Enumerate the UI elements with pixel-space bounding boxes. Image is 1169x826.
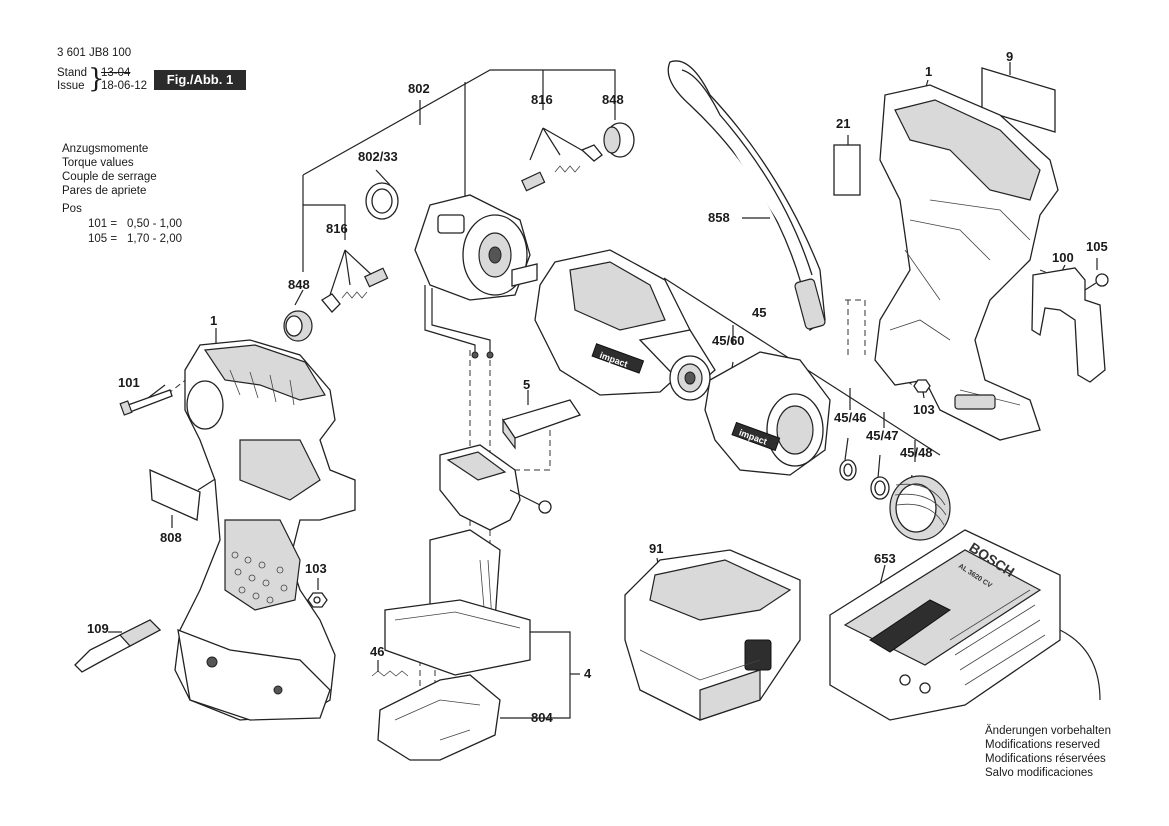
brush-816-top [521,144,603,192]
callout-4: 4 [584,666,592,681]
callout-808: 808 [160,530,182,545]
callout-653: 653 [874,551,896,566]
part-number: 3 601 JB8 100 [57,47,132,59]
torque-line-en: Torque values [62,157,134,169]
brush-816-left [321,267,389,313]
callout-45-46: 45/46 [834,410,867,425]
torque-line-de: Anzugsmomente [62,143,149,155]
cap-848-top [603,122,635,158]
torque-line-es: Pares de apriete [62,185,147,197]
cover-5 [501,399,582,450]
callout-802: 802 [408,81,430,96]
callout-802-33: 802/33 [358,149,398,164]
motor-802 [414,194,538,359]
callout-1: 1 [925,64,933,79]
callout-5: 5 [523,377,531,392]
housing-half-left [174,339,356,721]
callout-105: 105 [1086,239,1108,254]
callout-45: 45 [752,305,767,320]
callout-45-47: 45/47 [866,428,899,443]
torque-row-pos: 105 = [88,233,118,245]
label-21 [833,144,861,196]
spring-46 [371,670,409,677]
torque-line-fr: Couple de serrage [62,171,157,183]
nut-103-left [307,592,328,608]
callout-9: 9 [1006,49,1014,64]
housing-half-right [874,84,1059,441]
torque-row-range: 0,50 - 1,00 [127,218,182,230]
label-9 [981,67,1056,133]
switch-assembly-4 [384,444,552,676]
bit-109 [74,619,162,673]
sleeve-45-48 [889,475,951,541]
strap-858 [667,60,826,332]
callout-109: 109 [87,621,109,636]
callout-804: 804 [531,710,553,725]
callout-21: 21 [836,116,851,131]
charger-653: BOSCH AL 3620 CV [829,529,1101,721]
issue-label: Issue [57,80,85,92]
callout-46: 46 [370,644,385,659]
torque-row-pos: 101 = [88,218,118,230]
nut-103-right [913,379,931,393]
torque-pos-label: Pos [62,203,82,215]
stand-date: 13-04 [101,67,131,79]
callout-91: 91 [649,541,664,556]
callout-45-60: 45/60 [712,333,745,348]
screw-101 [119,389,173,416]
callout-1: 1 [210,313,218,328]
screw-105 [1084,273,1109,291]
callout-858: 858 [708,210,730,225]
belt-clip-100 [1031,267,1106,383]
callout-103: 103 [913,402,935,417]
figure-label: Fig./Abb. 1 [154,70,246,90]
issue-date: 18-06-12 [101,80,148,92]
callout-816: 816 [531,92,553,107]
ring-802-33 [365,182,399,220]
callout-45-48: 45/48 [900,445,933,460]
ring-45-46 [839,459,857,481]
gear-housing-45: impact [534,249,716,401]
cap-848-left [283,310,313,342]
callout-816: 816 [326,221,348,236]
footer-line-fr: Modifications réservées [985,753,1106,765]
label-808 [149,468,201,521]
stand-label: Stand [57,67,88,79]
base-plate-804 [377,674,501,761]
torque-row-range: 1,70 - 2,00 [127,233,182,245]
footer-line-en: Modifications reserved [985,739,1101,751]
footer-line-de: Änderungen vorbehalten [985,725,1111,737]
callout-101: 101 [118,375,140,390]
footer-line-es: Salvo modificaciones [985,767,1094,779]
cover-45-60: impact [704,351,831,476]
callout-848: 848 [288,277,310,292]
callout-100: 100 [1052,250,1074,265]
battery-pack-91 [624,549,801,721]
ring-45-47 [870,476,890,500]
callout-103: 103 [305,561,327,576]
callout-848: 848 [602,92,624,107]
brace-icon: } [88,64,105,94]
